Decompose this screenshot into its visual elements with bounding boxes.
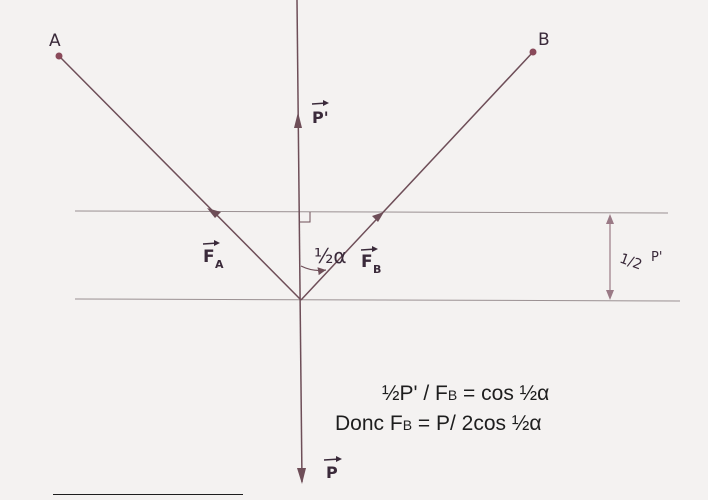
p-label: P <box>326 463 338 482</box>
equation-2-part-2: = P/ 2cos ½α <box>412 412 542 435</box>
equation-1-subscript: B <box>447 387 458 403</box>
p-label-group: P <box>323 456 342 482</box>
p-prime-label: P' <box>312 108 329 127</box>
bottom-divider <box>53 494 243 495</box>
p-prime-arrowhead <box>294 112 302 128</box>
upper-guide-line <box>74 210 669 214</box>
equation-2-subscript: B <box>402 417 413 433</box>
fa-label-group: F A <box>202 240 224 271</box>
equation-2-part-1: Donc F <box>335 412 403 435</box>
angle-label: ½α <box>314 244 347 268</box>
fb-label-group: F B <box>360 246 381 276</box>
equation-line-1: ½P' / FB = cos ½α <box>382 382 549 407</box>
p-prime-vector-tip-icon <box>323 100 329 106</box>
fb-arrowhead <box>372 212 384 222</box>
vertical-force-line <box>296 0 303 483</box>
cable-a <box>58 55 302 301</box>
fa-subscript: A <box>215 258 224 271</box>
point-b-label: B <box>538 30 550 50</box>
fb-subscript: B <box>373 263 381 276</box>
lower-guide-line <box>74 298 681 302</box>
dimension-p-prime-label: P' <box>651 250 662 265</box>
p-arrowhead <box>297 468 306 484</box>
equation-1-part-2: = cos ½α <box>457 382 550 405</box>
dimension-half-label: 1/2 <box>617 251 644 274</box>
fb-vector-tip-icon <box>372 246 378 252</box>
angle-arc <box>300 265 327 276</box>
fa-label: F <box>203 247 215 267</box>
dimension-arrowhead-bottom <box>606 290 614 300</box>
fa-arrowhead <box>207 208 221 218</box>
point-a-label: A <box>49 31 61 51</box>
p-prime-label-group: P' <box>311 100 329 127</box>
dimension-arrowhead-top <box>606 214 614 224</box>
point-a <box>55 52 63 60</box>
equation-1-part-1: ½P' / F <box>382 382 448 405</box>
fa-vector-tip-icon <box>214 240 220 246</box>
equation-line-2: Donc FB = P/ 2cos ½α <box>335 412 542 437</box>
dimension-label-group: 1/2 P' <box>617 250 662 273</box>
right-angle-mark <box>300 212 311 223</box>
p-vector-tip-icon <box>336 456 342 462</box>
cable-b <box>300 51 534 301</box>
fb-label: F <box>361 252 373 272</box>
point-b <box>529 48 537 56</box>
